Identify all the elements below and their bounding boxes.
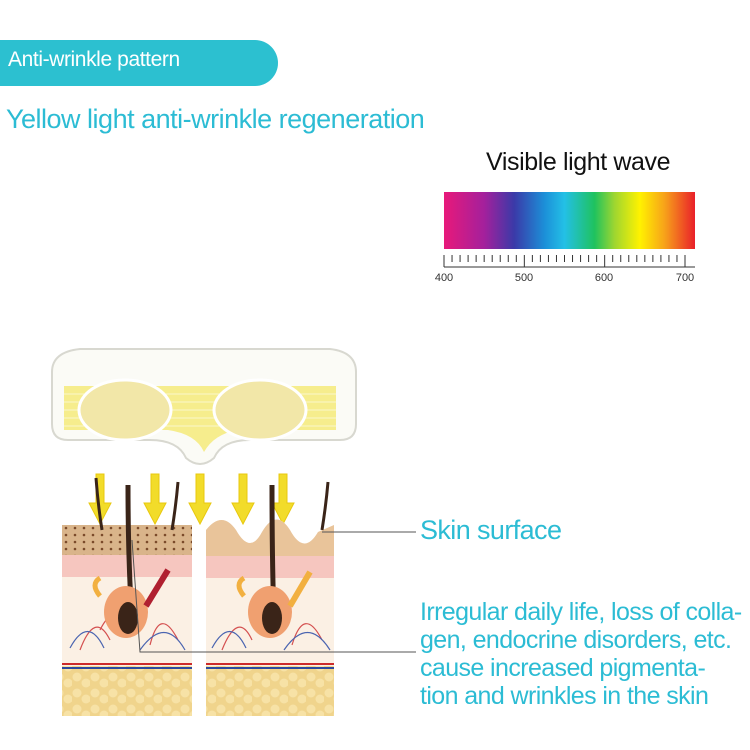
skin-section-wrinkled bbox=[206, 481, 334, 716]
tick-label-600: 600 bbox=[594, 272, 614, 284]
section-badge: Anti-wrinkle pattern bbox=[0, 40, 278, 86]
down-arrow bbox=[88, 473, 112, 526]
skin-section-damaged bbox=[62, 477, 192, 716]
down-arrow bbox=[188, 473, 212, 526]
tick-label-700: 700 bbox=[675, 272, 695, 284]
subtitle: Yellow light anti-wrinkle regeneration bbox=[6, 104, 425, 134]
down-arrow bbox=[143, 473, 167, 526]
callout-skin-surface: Skin surface bbox=[420, 515, 562, 545]
callout-line-causes bbox=[131, 539, 416, 653]
down-arrow bbox=[231, 473, 255, 526]
tick-label-400: 400 bbox=[434, 272, 454, 284]
visible-spectrum-bar bbox=[444, 192, 695, 249]
section-badge-label: Anti-wrinkle pattern bbox=[8, 48, 180, 71]
spectrum-title: Visible light wave bbox=[486, 148, 671, 176]
callout-causes: Irregular daily life, loss of colla- gen… bbox=[420, 598, 742, 710]
callout-causes-line-1: Irregular daily life, loss of colla- bbox=[420, 598, 742, 626]
led-eye-mask bbox=[51, 348, 357, 465]
down-arrow bbox=[271, 473, 295, 526]
light-arrows bbox=[88, 473, 295, 526]
tick-label-500: 500 bbox=[514, 272, 534, 284]
callout-causes-line-3: cause increased pigmenta- bbox=[420, 654, 706, 682]
callout-causes-line-2: gen, endocrine disorders, etc. bbox=[420, 626, 732, 654]
callout-causes-line-4: tion and wrinkles in the skin bbox=[420, 682, 709, 710]
